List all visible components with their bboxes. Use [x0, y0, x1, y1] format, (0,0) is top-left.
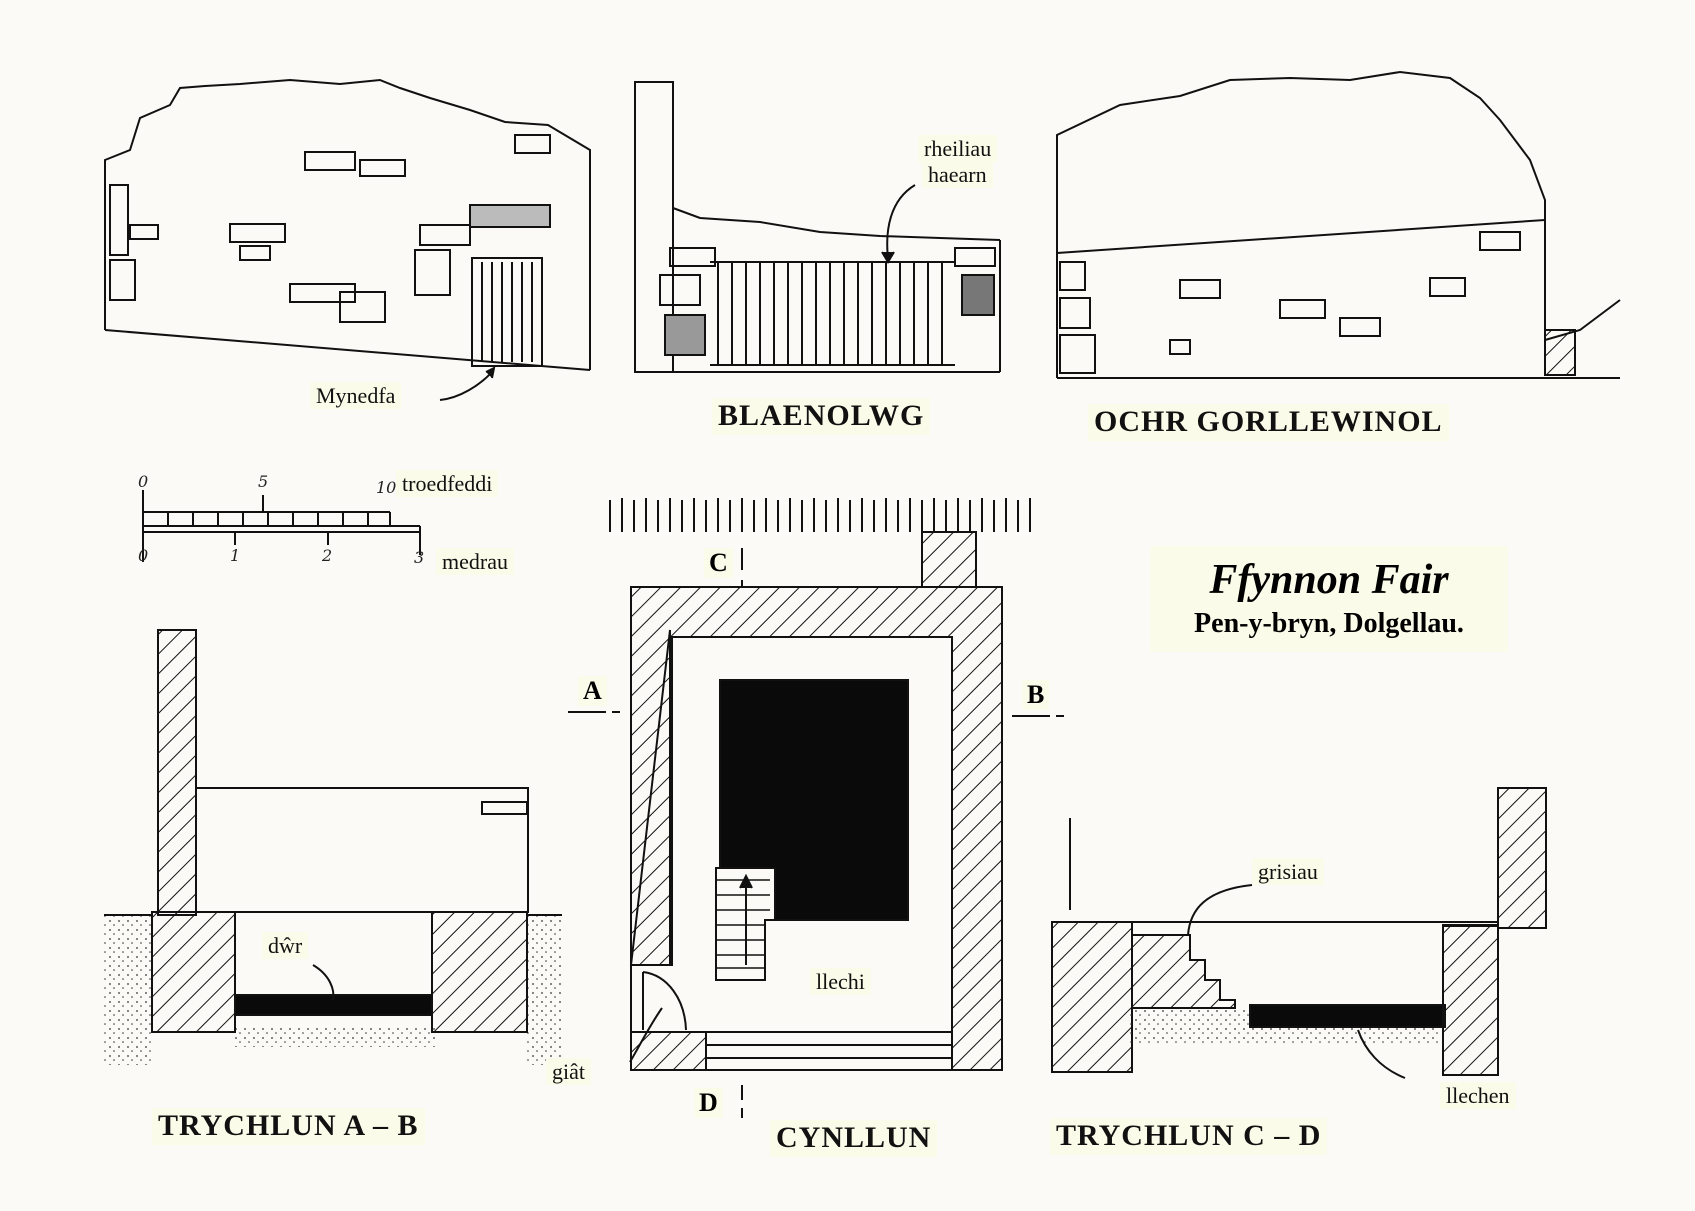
metre-tick-0: 0: [138, 546, 149, 565]
iron-railings: [710, 261, 955, 366]
steps-label: grisiau: [1252, 858, 1324, 886]
metre-tick-1: 1: [230, 546, 241, 565]
marker-a: A: [578, 676, 607, 706]
west-elevation-caption: OCHR GORLLEWINOL: [1088, 404, 1449, 441]
gate-label: giât: [546, 1058, 591, 1086]
section-cd-caption: TRYCHLUN C – D: [1050, 1118, 1328, 1155]
metre-label: medrau: [436, 548, 514, 576]
section-ab-drawing: [104, 629, 562, 1065]
marker-d: D: [694, 1088, 723, 1118]
plan-caption: CYNLLUN: [770, 1120, 938, 1157]
feet-tick-5: 5: [258, 472, 269, 491]
feet-tick-10: 10: [376, 478, 397, 497]
entrance-elevation: [104, 78, 591, 401]
entrance-gate: [481, 262, 533, 362]
well-name: Ffynnon Fair: [1209, 557, 1449, 603]
feet-tick-0: 0: [138, 472, 149, 491]
scale-bar: [142, 490, 421, 562]
section-ab-caption: TRYCHLUN A – B: [152, 1108, 425, 1145]
railings-label-line2: haearn: [922, 161, 993, 189]
well-location: Pen-y-bryn, Dolgellau.: [1194, 608, 1464, 639]
railings-label-line1: rheiliau: [918, 135, 998, 163]
water-label: dŵr: [262, 932, 309, 960]
entrance-label: Mynedfa: [310, 382, 402, 410]
marker-c: C: [704, 548, 733, 578]
metre-tick-2: 2: [322, 546, 333, 565]
front-elevation-caption: BLAENOLWG: [712, 398, 931, 435]
slab-label: llechen: [1440, 1082, 1516, 1110]
front-elevation: [634, 81, 1001, 373]
marker-b: B: [1022, 680, 1050, 710]
title-block: Ffynnon Fair Pen-y-bryn, Dolgellau.: [1150, 546, 1508, 652]
section-cd-drawing: [1051, 787, 1547, 1079]
slate-label: llechi: [810, 968, 871, 996]
plan-drawing: [568, 498, 1064, 1118]
west-elevation: [1056, 70, 1621, 379]
metre-tick-3: 3: [414, 548, 425, 567]
feet-label: troedfeddi: [396, 470, 499, 498]
